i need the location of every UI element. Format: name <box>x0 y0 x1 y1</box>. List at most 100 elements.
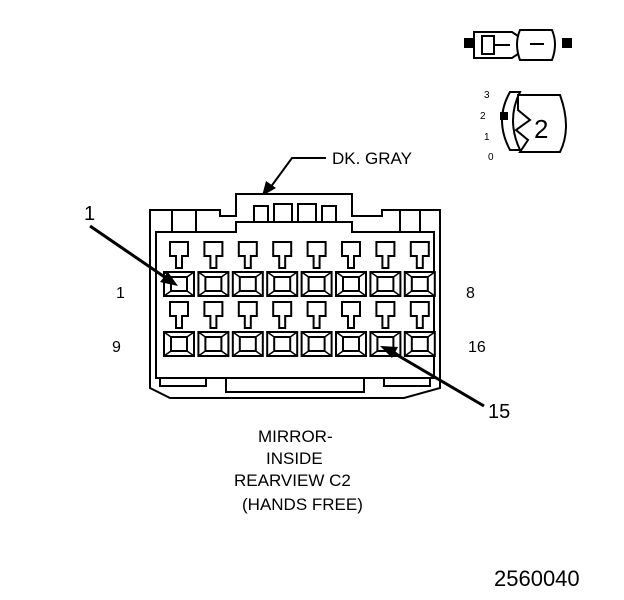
pin-cavity-inner <box>410 336 429 352</box>
pin-cavity-bevel <box>186 350 195 357</box>
pin-latch-tab <box>341 241 361 269</box>
pin-cavity-bevel <box>220 271 229 278</box>
pin-latch-tab <box>306 301 327 329</box>
pin-cavity-bevel <box>427 350 436 357</box>
pin-cavity-bevel <box>232 350 241 357</box>
pin-cavities <box>163 241 436 357</box>
key-scale-1: 1 <box>484 132 490 143</box>
title-line-4: (HANDS FREE) <box>242 495 363 514</box>
connector-color-label: DK. GRAY <box>332 149 412 168</box>
pin-cavity-bevel <box>255 290 264 297</box>
pin-cavity-bevel <box>220 290 229 297</box>
pin-latch-tab <box>375 301 396 329</box>
pin-cavity-bevel <box>358 331 367 338</box>
pin-cavity-bevel <box>301 271 310 278</box>
pin-cavity-inner <box>273 276 292 292</box>
pin-cavity-inner <box>238 336 257 352</box>
pin-cavity-bevel <box>266 350 275 357</box>
title-line-3: REARVIEW C2 <box>234 471 351 490</box>
pin-latch-tab <box>409 301 430 329</box>
pin-cavity-bevel <box>369 290 378 297</box>
callout-pin-15-arrowhead <box>380 346 398 358</box>
pin-cavity-bevel <box>289 290 298 297</box>
pin-cavity-bevel <box>358 290 367 297</box>
pin-latch-tab <box>169 301 189 329</box>
pin-latch-tab <box>306 241 327 269</box>
pin-cavity-bevel <box>266 290 275 297</box>
pin-cavity-inner <box>410 276 429 292</box>
pin-cavity-bevel <box>369 350 378 357</box>
pin-cavity-inner <box>307 276 326 292</box>
callout-pin-15: 15 <box>488 401 510 423</box>
pin-label-1: 1 <box>116 285 125 302</box>
pin-cavity-bevel <box>289 271 298 278</box>
pin-cavity-bevel <box>392 290 401 297</box>
pin-latch-tab <box>169 241 189 269</box>
pin-cavity-bevel <box>392 331 401 338</box>
pin-cavity-inner <box>204 276 223 292</box>
pin-cavity-bevel <box>427 271 436 278</box>
callout-pin-1-arrowhead <box>160 272 178 286</box>
key-position-label: 2 <box>534 114 548 144</box>
pin-cavity-bevel <box>324 350 333 357</box>
pin-cavity-bevel <box>335 350 344 357</box>
pin-cavity-bevel <box>427 290 436 297</box>
key-scale-0: 0 <box>488 152 494 163</box>
pin-cavity-inner <box>238 276 257 292</box>
pin-latch-tab <box>341 301 361 329</box>
pin-cavity-bevel <box>232 271 241 278</box>
pin-cavity-bevel <box>186 271 195 278</box>
pin-cavity-bevel <box>197 350 206 357</box>
pin-latch-tab <box>409 241 430 269</box>
pin-cavity-bevel <box>358 350 367 357</box>
pin-label-9: 9 <box>112 339 121 356</box>
pin-cavity-bevel <box>404 271 413 278</box>
pin-cavity-inner <box>273 336 292 352</box>
pin-cavity-inner <box>376 276 395 292</box>
mated-connector-icon <box>464 29 572 61</box>
pin-cavity-bevel <box>335 331 344 338</box>
pin-cavity-bevel <box>427 331 436 338</box>
pin-latch-tab <box>237 301 258 329</box>
pin-cavity-inner <box>342 276 360 292</box>
key-position-icon <box>500 91 567 153</box>
pin-cavity-bevel <box>289 350 298 357</box>
pin-cavity-bevel <box>232 331 241 338</box>
pin-label-8: 8 <box>466 285 475 302</box>
pin-cavity-bevel <box>289 331 298 338</box>
pin-cavity-bevel <box>197 290 206 297</box>
color-leader-line <box>269 157 326 189</box>
pin-cavity-bevel <box>301 290 310 297</box>
pin-cavity-bevel <box>186 331 195 338</box>
pin-cavity-inner <box>307 336 326 352</box>
figure-number: 2560040 <box>494 566 580 591</box>
callout-pin-1: 1 <box>84 203 95 225</box>
pin-latch-tab <box>203 301 224 329</box>
pin-cavity-bevel <box>255 271 264 278</box>
pin-cavity-inner <box>204 336 223 352</box>
pin-cavity-bevel <box>301 350 310 357</box>
pin-latch-tab <box>375 241 396 269</box>
pin-cavity-bevel <box>335 290 344 297</box>
pin-cavity-bevel <box>324 271 333 278</box>
pin-cavity-bevel <box>163 331 172 338</box>
callout-pin-1-line <box>89 224 167 280</box>
pin-cavity-bevel <box>163 350 172 357</box>
pin-latch-tab <box>272 241 293 269</box>
pin-latch-tab <box>237 241 258 269</box>
pin-cavity-bevel <box>358 271 367 278</box>
pin-cavity-bevel <box>186 290 195 297</box>
pin-cavity-inner <box>170 336 188 352</box>
pin-cavity-bevel <box>324 290 333 297</box>
pin-cavity-bevel <box>220 350 229 357</box>
pin-cavity-bevel <box>220 331 229 338</box>
pin-cavity-bevel <box>301 331 310 338</box>
title-line-2: INSIDE <box>266 449 323 468</box>
color-leader-arrowhead <box>262 181 276 196</box>
pin-latch-tab <box>203 241 224 269</box>
pin-cavity-bevel <box>369 331 378 338</box>
pin-cavity-bevel <box>369 271 378 278</box>
key-scale-3: 3 <box>484 90 490 101</box>
pin-cavity-bevel <box>324 331 333 338</box>
